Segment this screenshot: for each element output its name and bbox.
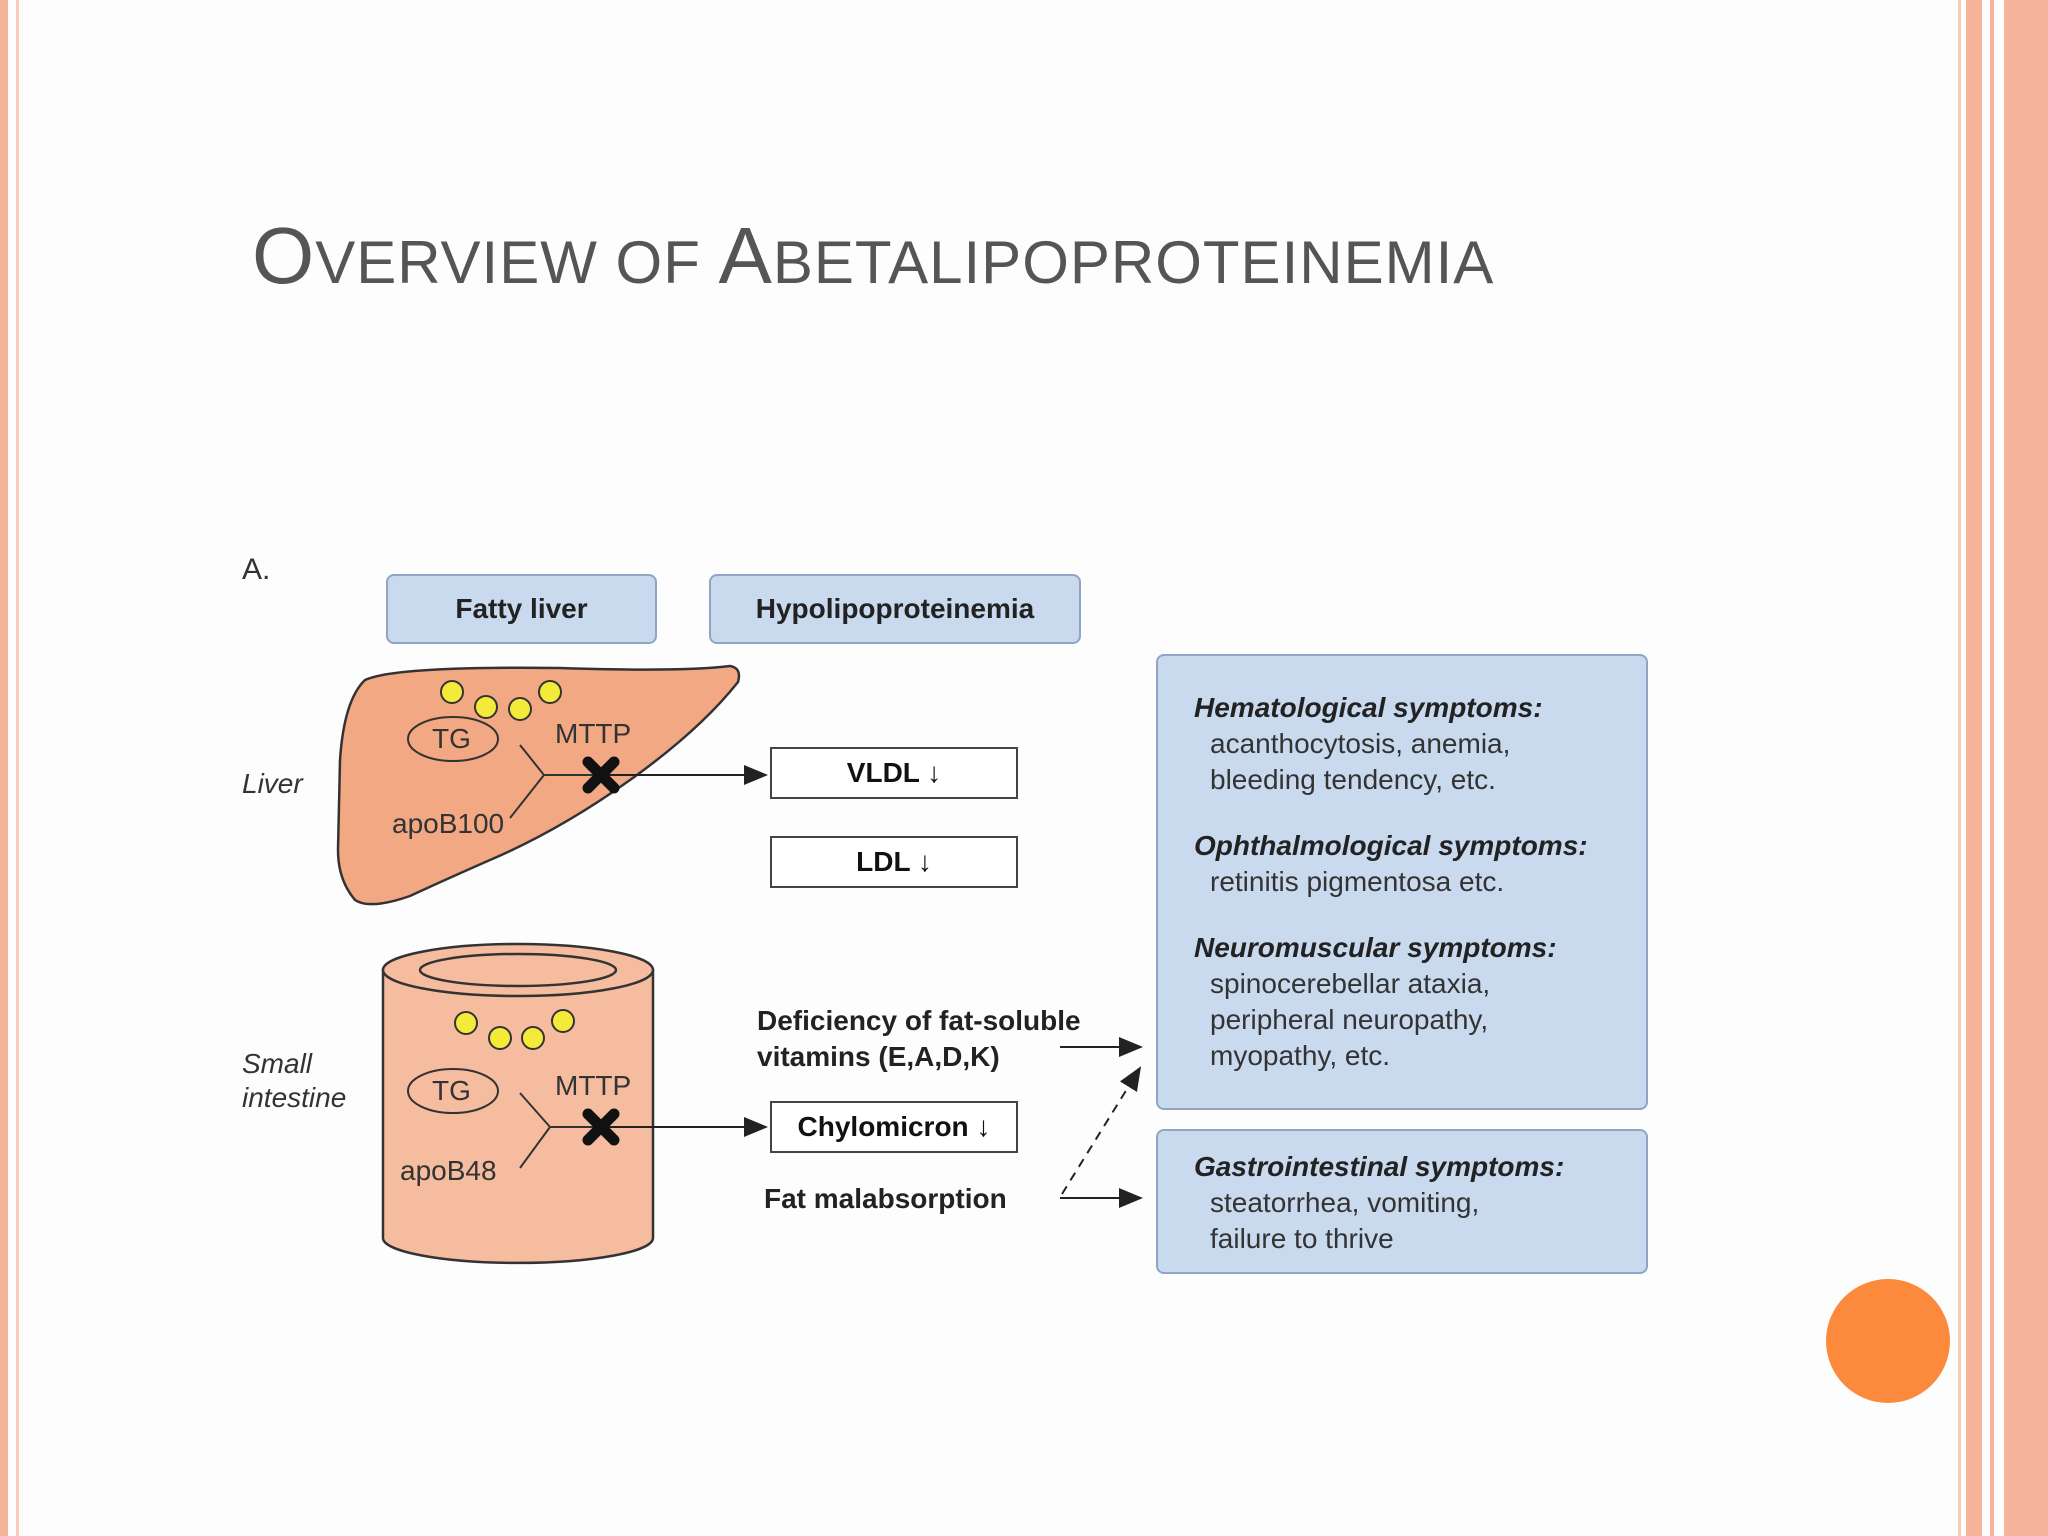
left-edge-line — [16, 0, 19, 1536]
fatty-liver-box: Fatty liver — [386, 574, 657, 644]
orange-circle-button — [1826, 1279, 1950, 1403]
spacer — [1194, 900, 1646, 930]
title-part-2: BETALIPOPROTEINEMIA — [772, 229, 1495, 296]
deficiency-label-line1: Deficiency of fat-soluble — [757, 1005, 1081, 1036]
intestine-label-line2: intestine — [242, 1082, 347, 1113]
neuromuscular-line-2: peripheral neuropathy, — [1210, 1004, 1489, 1035]
intestine-shape — [381, 968, 655, 1265]
title-cap-2: A — [718, 211, 773, 300]
left-edge-stripe — [0, 0, 8, 1536]
intestine-tg-label: TG — [432, 1075, 471, 1106]
liver-mttp-label: MTTP — [555, 718, 632, 749]
right-edge-line-2 — [1990, 0, 1994, 1536]
hematological-heading: Hematological symptoms: — [1194, 692, 1543, 723]
intestine-label-line1: Small — [242, 1048, 313, 1079]
liver-tg-label: TG — [432, 723, 471, 754]
hematological-line-1: acanthocytosis, anemia, — [1210, 728, 1511, 759]
ophthalmological-line-1: retinitis pigmentosa etc. — [1210, 866, 1505, 897]
liver-y-connector — [509, 744, 600, 819]
fatty-liver-label: Fatty liver — [455, 593, 588, 624]
title-cap-1: O — [252, 211, 316, 300]
liver-label: Liver — [242, 768, 303, 799]
liver-tg-oval — [407, 716, 499, 762]
liver-x-block-icon — [582, 756, 620, 794]
ldl-box: LDL ↓ — [770, 836, 1018, 888]
intestine-tg-oval — [407, 1068, 499, 1114]
liver-shape — [336, 664, 741, 906]
chylomicron-box: Chylomicron ↓ — [770, 1101, 1018, 1153]
neuromuscular-heading: Neuromuscular symptoms: — [1194, 932, 1557, 963]
hypolipoproteinemia-box: Hypolipoproteinemia — [709, 574, 1081, 644]
right-edge-line — [1958, 0, 1961, 1536]
chylomicron-label: Chylomicron ↓ — [797, 1111, 991, 1142]
liver-apo-label: apoB100 — [392, 808, 505, 839]
ldl-label: LDL ↓ — [856, 846, 932, 877]
intestine-x-block-icon — [582, 1108, 620, 1146]
title-part-1: VERVIEW OF — [315, 229, 719, 296]
right-edge-band-2 — [2004, 0, 2048, 1536]
hematological-line-2: bleeding tendency, etc. — [1210, 764, 1496, 795]
intestine-apo-label: apoB48 — [400, 1155, 497, 1186]
systemic-symptoms-panel: Hematological symptoms: acanthocytosis, … — [1156, 654, 1648, 1110]
ophthalmological-heading: Ophthalmological symptoms: — [1194, 830, 1588, 861]
gastrointestinal-line-2: failure to thrive — [1210, 1223, 1394, 1254]
spacer — [1194, 798, 1646, 828]
gastrointestinal-heading: Gastrointestinal symptoms: — [1194, 1151, 1565, 1182]
deficiency-label-line2: vitamins (E,A,D,K) — [757, 1041, 1000, 1072]
gastrointestinal-line-1: steatorrhea, vomiting, — [1210, 1187, 1480, 1218]
right-edge-band — [1966, 0, 1982, 1536]
intestine-lipid-droplets — [454, 1009, 575, 1050]
slide-title: OVERVIEW OF ABETALIPOPROTEINEMIA — [252, 210, 1494, 302]
intestine-y-connector — [519, 1092, 601, 1169]
hypolipoproteinemia-label: Hypolipoproteinemia — [755, 593, 1035, 624]
intestine-lumen — [418, 952, 618, 988]
fat-malabsorption-label: Fat malabsorption — [764, 1183, 1007, 1214]
liver-lipid-droplets — [440, 680, 562, 721]
vldl-box: VLDL ↓ — [770, 747, 1018, 799]
vldl-label: VLDL ↓ — [846, 757, 942, 788]
panel-label: A. — [242, 553, 271, 586]
intestine-mttp-label: MTTP — [555, 1070, 632, 1101]
gastrointestinal-panel: Gastrointestinal symptoms: steatorrhea, … — [1156, 1129, 1648, 1274]
neuromuscular-line-3: myopathy, etc. — [1210, 1040, 1391, 1071]
neuromuscular-line-1: spinocerebellar ataxia, — [1210, 968, 1491, 999]
malabsorption-to-deficiency-dashed-arrow — [1061, 1066, 1142, 1195]
